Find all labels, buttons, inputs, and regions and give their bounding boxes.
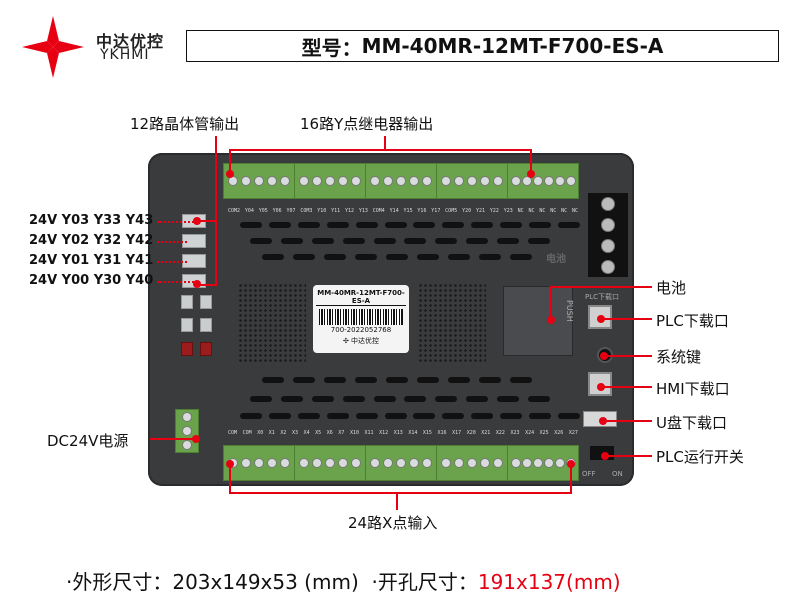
vent-slots-4 [262, 377, 532, 383]
small-connector [200, 318, 212, 332]
sticker-brand: ✣ 中达优控 [342, 337, 380, 345]
brand-logo-icon [22, 16, 84, 78]
label-relay-output: 16路Y点继电器输出 [300, 115, 434, 133]
cutout-dimension-value: 191x137(mm) [477, 570, 621, 594]
barcode [319, 309, 403, 325]
brand-name-cn: 中达优控 [96, 32, 165, 51]
brand-name-en: YKHMI [100, 47, 150, 63]
model-value: MM-40MR-12MT-F700-ES-A [361, 34, 664, 58]
small-connector [181, 318, 193, 332]
switch-on-silk: ON [612, 470, 623, 478]
outer-dimension-value: 203x149x53 (mm) [172, 570, 359, 594]
vent-slots-5 [250, 396, 550, 402]
label-hmi-download-port: HMI下载口 [656, 380, 730, 398]
vent-slots-2 [250, 238, 550, 244]
vent-slots-6 [240, 413, 580, 419]
label-usb-download-port: U盘下载口 [656, 414, 727, 432]
red-connector [181, 342, 193, 356]
sticker-model: MM-40MR-12MT-F700-ES-A [316, 289, 406, 306]
model-label: 型号： [301, 35, 362, 60]
speaker-grille-left [238, 283, 306, 363]
input-terminal-strip [223, 445, 579, 481]
label-plc-download-port: PLC下载口 [656, 312, 729, 330]
product-sticker: MM-40MR-12MT-F700-ES-A 700-2022052768 ✣ … [313, 285, 409, 353]
label-dc24v-power: DC24V电源 [47, 432, 129, 450]
label-x-inputs: 24路X点输入 [348, 514, 438, 532]
battery-silkscreen: 电池 [546, 254, 566, 265]
switch-off-silk: OFF [582, 470, 596, 478]
power-terminal [175, 409, 199, 453]
right-terminal-block [588, 193, 628, 277]
vent-slots-3 [262, 254, 532, 260]
small-connector [200, 295, 212, 309]
small-connector [181, 295, 193, 309]
label-system-key: 系统键 [656, 348, 702, 366]
plc-port-silkscreen: PLC下载口 [585, 293, 620, 301]
sticker-serial: 700-2022052768 [330, 326, 392, 334]
speaker-grille-right [418, 283, 486, 363]
transistor-row-label: 24V Y02 Y32 Y42 [29, 233, 154, 248]
label-battery: 电池 [656, 279, 687, 297]
label-transistor-output: 12路晶体管输出 [130, 115, 240, 133]
label-plc-run-switch: PLC运行开关 [656, 448, 744, 466]
red-connector [200, 342, 212, 356]
push-silkscreen: PUSH [565, 300, 574, 322]
dimensions-footer: ·外形尺寸：203x149x53 (mm) ·开孔尺寸：191x137(mm) [66, 566, 621, 595]
transistor-row-label: 24V Y01 Y31 Y41 [29, 253, 154, 268]
outer-dimension-label: ·外形尺寸： [66, 570, 173, 594]
battery-cover[interactable] [503, 286, 573, 356]
relay-terminal-strip [223, 163, 579, 199]
hmi-usb-b-port[interactable] [588, 372, 612, 396]
model-title: 型号： MM-40MR-12MT-F700-ES-A [186, 30, 779, 62]
cutout-dimension-label: ·开孔尺寸： [371, 570, 478, 594]
transistor-row-label: 24V Y03 Y33 Y43 [29, 213, 154, 228]
transistor-row-label: 24V Y00 Y30 Y40 [29, 273, 154, 288]
vent-slots-1 [240, 222, 580, 228]
